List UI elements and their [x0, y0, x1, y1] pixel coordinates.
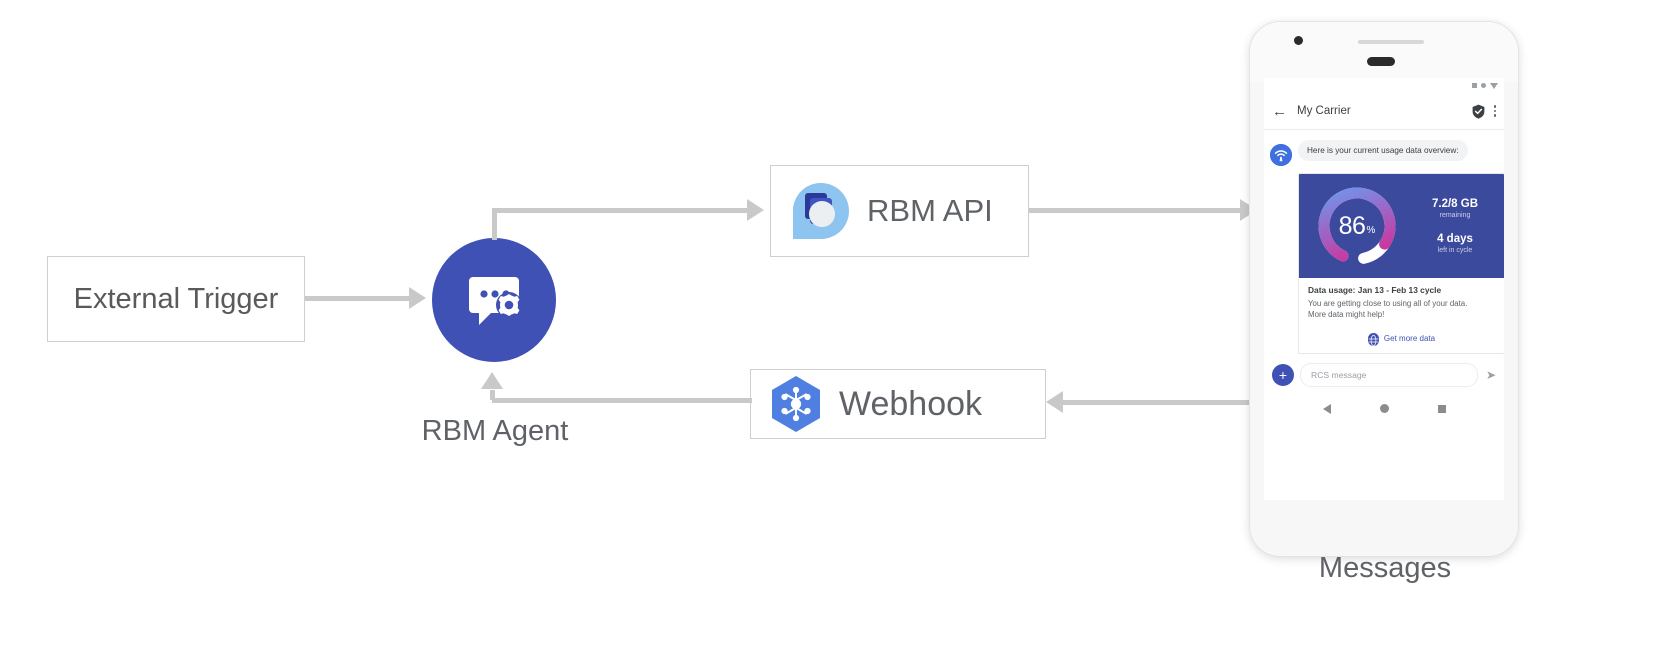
rbm-agent-label: RBM Agent [421, 415, 569, 447]
stat-days-caption: left in cycle [1437, 247, 1473, 255]
webhook-hexagon-icon [765, 373, 827, 435]
message-row-agent: Here is your current usage data overview… [1270, 140, 1498, 166]
card-body: Data usage: Jan 13 - Feb 13 cycle You ar… [1299, 278, 1504, 325]
gauge-percent-value: 86 [1338, 211, 1366, 240]
connector-trigger-to-agent [305, 296, 410, 301]
usage-gauge-icon [1318, 187, 1396, 265]
circle-icon [1481, 83, 1486, 88]
stat-days-value: 4 days [1437, 233, 1473, 245]
node-rbm-api[interactable]: RBM API [770, 165, 1029, 257]
nav-back-icon[interactable] [1322, 403, 1331, 414]
get-more-data-button[interactable]: Get more data [1299, 325, 1504, 353]
get-more-data-label: Get more data [1383, 333, 1436, 343]
conversation-title: My Carrier [1297, 105, 1351, 117]
nav-home-icon[interactable] [1379, 404, 1389, 414]
rcs-agent-icon [1270, 144, 1292, 166]
greeting-bubble: Here is your current usage data overview… [1298, 140, 1468, 162]
globe-icon [1367, 332, 1379, 346]
stat-days-left: 4 days left in cycle [1437, 233, 1473, 254]
connector-phone-to-webhook [1063, 400, 1251, 405]
connector-webhook-to-agent [492, 398, 752, 403]
arrowhead-trigger-to-agent [409, 287, 426, 309]
app-bar: ← My Carrier [1264, 93, 1504, 130]
arrowhead-agent-to-api [747, 199, 764, 221]
gauge-percent-symbol: % [1366, 224, 1376, 236]
rbm-api-logo-icon [789, 179, 853, 243]
card-hero: 86 % 7.2/8 GB remaining 4 days left in c… [1299, 174, 1504, 278]
rcs-message-placeholder: RCS message [1311, 369, 1367, 380]
card-description-line2: More data might help! [1308, 310, 1385, 320]
back-arrow-icon[interactable]: ← [1272, 102, 1287, 120]
connector-api-to-phone [1029, 208, 1241, 213]
connector-agent-up-stub [490, 390, 495, 400]
rich-card[interactable]: 86 % 7.2/8 GB remaining 4 days left in c… [1298, 173, 1504, 354]
earpiece-speaker [1367, 57, 1395, 66]
status-bar [1264, 78, 1504, 93]
connector-agent-up [492, 210, 497, 240]
node-rbm-agent[interactable] [432, 238, 556, 362]
stat-data-value: 7.2/8 GB [1431, 197, 1479, 210]
conversation-thread: Here is your current usage data overview… [1264, 130, 1504, 354]
stat-data-remaining: 7.2/8 GB remaining [1432, 198, 1478, 219]
rbm-api-label: RBM API [867, 193, 993, 228]
node-webhook[interactable]: Webhook [750, 369, 1046, 439]
triangle-down-icon [1490, 82, 1498, 89]
front-camera-icon [1294, 36, 1303, 45]
nav-recents-icon[interactable] [1437, 404, 1446, 413]
message-composer: + RCS message ➤ [1264, 353, 1504, 396]
messages-label: Messages [1318, 552, 1452, 584]
gauge-percent: 86 % [1313, 182, 1401, 270]
kebab-menu-icon[interactable] [1493, 105, 1496, 117]
card-stats: 7.2/8 GB remaining 4 days left in cycle [1406, 174, 1504, 278]
card-description-line1: You are getting close to using all of yo… [1308, 299, 1468, 308]
chat-gear-icon [469, 277, 522, 325]
phone-device: ← My Carrier [1250, 22, 1518, 556]
node-external-trigger[interactable]: External Trigger [47, 256, 305, 342]
phone-bezel-top [1250, 22, 1518, 82]
connector-agent-to-api [492, 208, 748, 213]
square-icon [1472, 83, 1477, 88]
webhook-label: Webhook [839, 384, 983, 423]
shield-check-icon [1472, 104, 1485, 119]
send-icon[interactable]: ➤ [1485, 367, 1496, 382]
card-title: Data usage: Jan 13 - Feb 13 cycle [1308, 285, 1442, 295]
add-attachment-button[interactable]: + [1272, 363, 1294, 386]
phone-screen: ← My Carrier [1264, 78, 1504, 500]
arrowhead-phone-to-webhook [1046, 391, 1063, 413]
external-trigger-label: External Trigger [73, 282, 279, 315]
stat-data-caption: remaining [1439, 212, 1471, 219]
android-nav-bar [1264, 395, 1504, 422]
rcs-message-input[interactable]: RCS message [1300, 362, 1478, 387]
sensor-strip [1358, 40, 1424, 44]
arrowhead-webhook-to-agent [481, 372, 503, 389]
